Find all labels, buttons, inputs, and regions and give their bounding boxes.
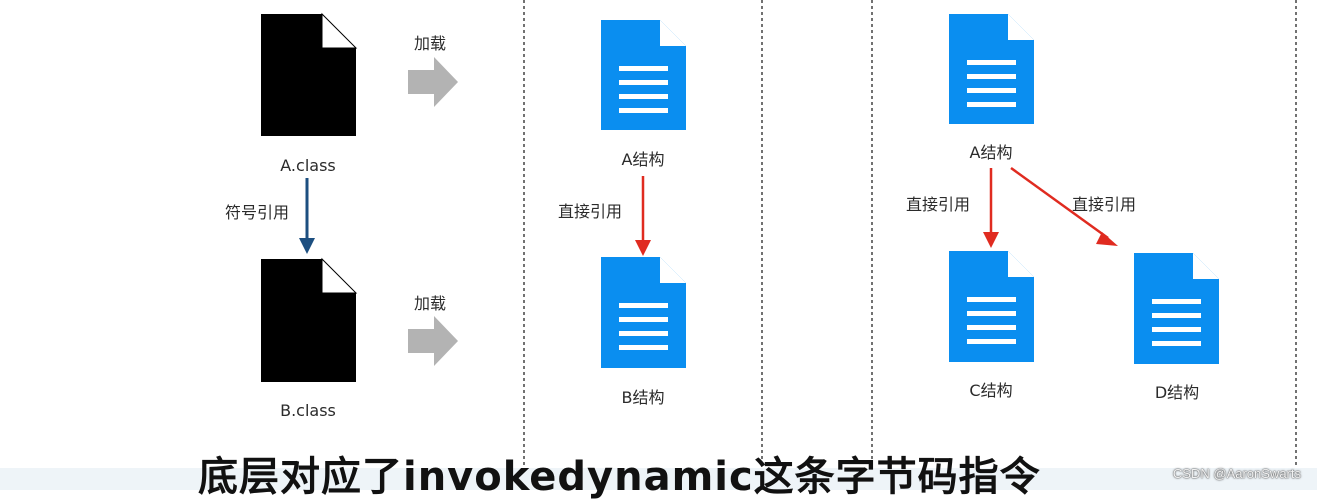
direct-ref-arrow-right-icon [1010, 166, 1118, 246]
direct-ref-left-label: 直接引用 [906, 195, 971, 214]
load-label-bottom: 加载 [413, 294, 447, 313]
a-class-file-icon [261, 12, 358, 136]
a-struct-label-2: A结构 [969, 143, 1013, 162]
watermark: CSDN @AaronSwarts [1172, 466, 1301, 481]
d-struct-doc-icon [1134, 253, 1219, 364]
b-struct-doc-icon [601, 257, 686, 368]
b-class-label: B.class [280, 401, 336, 420]
load-label-top: 加载 [413, 34, 447, 53]
a-struct-doc-icon [601, 20, 686, 130]
b-class-file-icon [261, 257, 358, 382]
direct-ref-right-label: 直接引用 [1072, 195, 1137, 214]
load-arrow-bottom-icon [408, 316, 458, 366]
c-struct-doc-icon [949, 251, 1034, 362]
a-class-label: A.class [280, 156, 336, 175]
d-struct-label: D结构 [1154, 383, 1200, 402]
symbolic-ref-arrow-icon [299, 178, 315, 254]
direct-ref-arrow-icon [635, 176, 651, 256]
load-arrow-top-icon [408, 57, 458, 107]
b-struct-label: B结构 [621, 388, 665, 407]
a-struct-label: A结构 [621, 150, 665, 169]
symbolic-ref-label: 符号引用 [225, 203, 290, 222]
direct-ref-label: 直接引用 [558, 202, 623, 221]
a-struct-doc-icon-2 [949, 14, 1034, 124]
video-caption: 底层对应了invokedynamic这条字节码指令 [198, 454, 1041, 500]
c-struct-label: C结构 [969, 381, 1013, 400]
caption-backdrop [0, 468, 1317, 490]
direct-ref-arrow-left-icon [983, 168, 999, 248]
diagram-graphics [0, 0, 1317, 490]
